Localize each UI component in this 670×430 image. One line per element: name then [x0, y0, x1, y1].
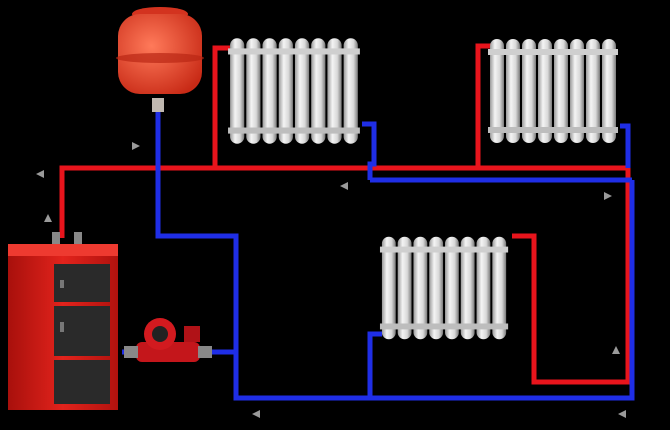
- supply-loop-pipe: [512, 192, 631, 385]
- return-branch-radiator-3: [367, 331, 382, 398]
- expansion-tank-icon: [116, 7, 204, 112]
- flow-arrows: [36, 142, 626, 418]
- radiator-icon: [488, 39, 618, 143]
- radiator-icon: [379, 236, 509, 340]
- supply-branch-radiator-1: [212, 45, 230, 168]
- arrow-down-icon: [36, 170, 44, 178]
- radiator-icon: [228, 38, 360, 144]
- circulation-pump-icon: [124, 318, 212, 362]
- return-main-pipe: [155, 108, 635, 401]
- arrow-left-icon: [340, 182, 348, 190]
- arrow-right-icon: [604, 192, 612, 200]
- boiler-icon: [8, 232, 118, 410]
- arrow-left-icon: [252, 410, 260, 418]
- arrow-down-icon: [612, 346, 620, 354]
- arrow-right-icon: [132, 142, 140, 150]
- return-branch-radiator-1: [362, 121, 377, 180]
- return-branch-radiator-2: [620, 123, 631, 168]
- arrow-down-icon: [44, 214, 52, 222]
- supply-branch-radiator-2: [475, 43, 492, 168]
- arrow-left-icon: [618, 410, 626, 418]
